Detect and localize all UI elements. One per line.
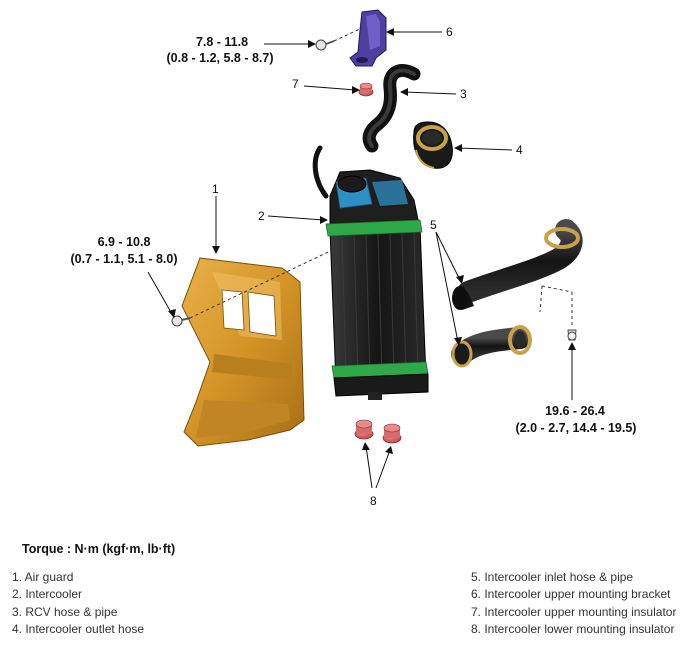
parts-legend-left: 1. Air guard 2. Intercooler 3. RCV hose … (12, 569, 144, 638)
upper-mounting-bracket (349, 9, 387, 67)
legend-item: 6. Intercooler upper mounting bracket (471, 587, 671, 602)
callout-2: 2 (258, 209, 265, 223)
callout-1: 1 (212, 182, 219, 196)
torque-units-heading: Torque : N·m (kgf·m, lb·ft) (22, 542, 176, 556)
torque-right-value: 19.6 - 26.4 (545, 404, 605, 418)
legend-item: 2. Intercooler (12, 587, 83, 602)
torque-left-units: (0.7 - 1.1, 5.1 - 8.0) (71, 252, 178, 266)
legend-item: 4. Intercooler outlet hose (12, 621, 145, 636)
torque-top-units: (0.8 - 1.2, 5.8 - 8.7) (167, 51, 274, 65)
torque-left-value: 6.9 - 10.8 (98, 235, 151, 249)
parts-legend-right: 5. Intercooler inlet hose & pipe 6. Inte… (471, 569, 676, 638)
leader-lines (147, 28, 576, 489)
bracket-bolt (315, 39, 335, 51)
intercooler-exploded-diagram: 1 2 3 4 5 6 7 8 7.8 - 11.8 (0.8 - 1.2, 5… (71, 9, 637, 508)
upper-mounting-insulator (358, 82, 374, 97)
intercooler-outlet-hose (413, 121, 453, 169)
lower-mounting-insulators (354, 419, 402, 444)
callout-7: 7 (292, 77, 299, 91)
callout-3: 3 (460, 87, 467, 101)
legend-item: 3. RCV hose & pipe (12, 604, 118, 619)
torque-right-units: (2.0 - 2.7, 14.4 - 19.5) (516, 421, 637, 435)
rcv-hose-pipe (362, 64, 421, 153)
callout-6: 6 (446, 25, 453, 39)
intercooler-inlet-hose-pipe (451, 219, 583, 368)
callout-5: 5 (430, 218, 437, 232)
legend-item: 1. Air guard (12, 570, 74, 584)
inlet-pipe-bolt (567, 329, 577, 341)
intercooler (312, 145, 429, 400)
callout-4: 4 (516, 143, 523, 157)
legend-item: 8. Intercooler lower mounting insulator (471, 621, 675, 636)
torque-top-value: 7.8 - 11.8 (196, 35, 248, 49)
air-guard (181, 257, 305, 447)
callout-8: 8 (370, 494, 377, 508)
legend-item: 5. Intercooler inlet hose & pipe (471, 570, 634, 584)
air-guard-bolt (171, 315, 191, 327)
legend-item: 7. Intercooler upper mounting insulator (471, 604, 677, 619)
